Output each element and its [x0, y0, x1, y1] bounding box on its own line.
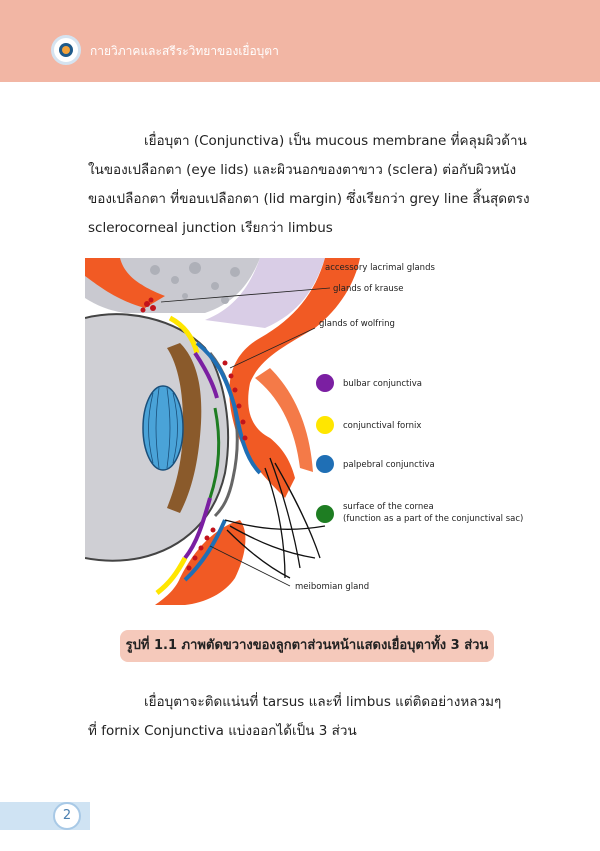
- legend-swatch-palpebral: [316, 455, 334, 473]
- wolfring-glands: [222, 360, 248, 441]
- palpebral-upper: [195, 341, 262, 475]
- label-accessory-lacrimal-glands: accessory lacrimal glands: [325, 263, 435, 273]
- bulbar-upper: [193, 351, 219, 399]
- legend-label-cornea: surface of the cornea: [343, 502, 434, 512]
- cornea-surface: [208, 407, 221, 499]
- upper-eyelid: [229, 258, 360, 498]
- label-glands-of-wolfring: glands of wolfring: [319, 319, 395, 329]
- lens-lines: [148, 387, 178, 469]
- page-number: 2: [53, 802, 81, 830]
- legend-swatch-cornea: [316, 505, 334, 523]
- krause-glands: [140, 297, 156, 313]
- eyelashes: [224, 457, 326, 579]
- paragraph-line: ของเปลือกตา ที่ขอบเปลือกตา (lid margin) …: [88, 191, 530, 207]
- label-glands-of-krause: glands of krause: [333, 284, 403, 294]
- figure-caption-box: รูปที่ 1.1 ภาพตัดขวางของลูกตาส่วนหน้าแสด…: [120, 630, 494, 662]
- legend-label-cornea-note: (function as a part of the conjunctival …: [343, 514, 523, 524]
- sclera-edge: [85, 313, 230, 562]
- lens: [142, 385, 184, 471]
- paragraph-line: ที่ fornix Conjunctiva แบ่งออกได้เป็น 3 …: [88, 723, 357, 739]
- legend-swatch-fornix: [316, 416, 334, 434]
- legend-swatch-bulbar: [316, 374, 334, 392]
- eyelid-fold: [255, 368, 313, 472]
- paragraph-line: ในของเปลือกตา (eye lids) และผิวนอกของตาข…: [88, 162, 517, 178]
- header-title: กายวิภาคและสรีระวิทยาของเยื่อบุตา: [90, 44, 279, 58]
- logo-dot: [62, 46, 70, 54]
- paragraph-line: sclerocorneal junction เรียกว่า limbus: [88, 220, 333, 236]
- paragraph-line: เยื่อบุตาจะติดแน่นที่ tarsus และที่ limb…: [144, 694, 502, 710]
- second-paragraph: เยื่อบุตาจะติดแน่นที่ tarsus และที่ limb…: [88, 688, 528, 746]
- legend-label-palpebral: palpebral conjunctiva: [343, 460, 435, 470]
- legend-label-fornix: conjunctival fornix: [343, 421, 421, 431]
- bulbar-lower: [183, 497, 212, 560]
- leader-lines: [160, 287, 331, 587]
- label-meibomian-gland: meibomian gland: [295, 582, 369, 592]
- fornix-upper: [168, 315, 200, 354]
- intro-paragraph: เยื่อบุตา (Conjunctiva) เป็น mucous memb…: [88, 127, 530, 243]
- eye-logo-icon: [51, 35, 81, 65]
- eye-cross-section-figure: accessory lacrimal glands glands of krau…: [85, 258, 523, 605]
- figure-caption: รูปที่ 1.1 ภาพตัดขวางของลูกตาส่วนหน้าแสด…: [125, 638, 489, 653]
- upper-muscle: [85, 258, 165, 308]
- legend-label-bulbar: bulbar conjunctiva: [343, 379, 422, 389]
- palpebral-lower: [183, 519, 227, 582]
- meibomian-glands: [186, 527, 216, 571]
- paragraph-line: เยื่อบุตา (Conjunctiva) เป็น mucous memb…: [144, 133, 527, 149]
- fornix-lower: [155, 556, 188, 595]
- iris: [167, 343, 202, 513]
- page-header: กายวิภาคและสรีระวิทยาของเยื่อบุตา: [0, 0, 600, 82]
- figure-legend: bulbar conjunctiva conjunctival fornix p…: [316, 374, 523, 524]
